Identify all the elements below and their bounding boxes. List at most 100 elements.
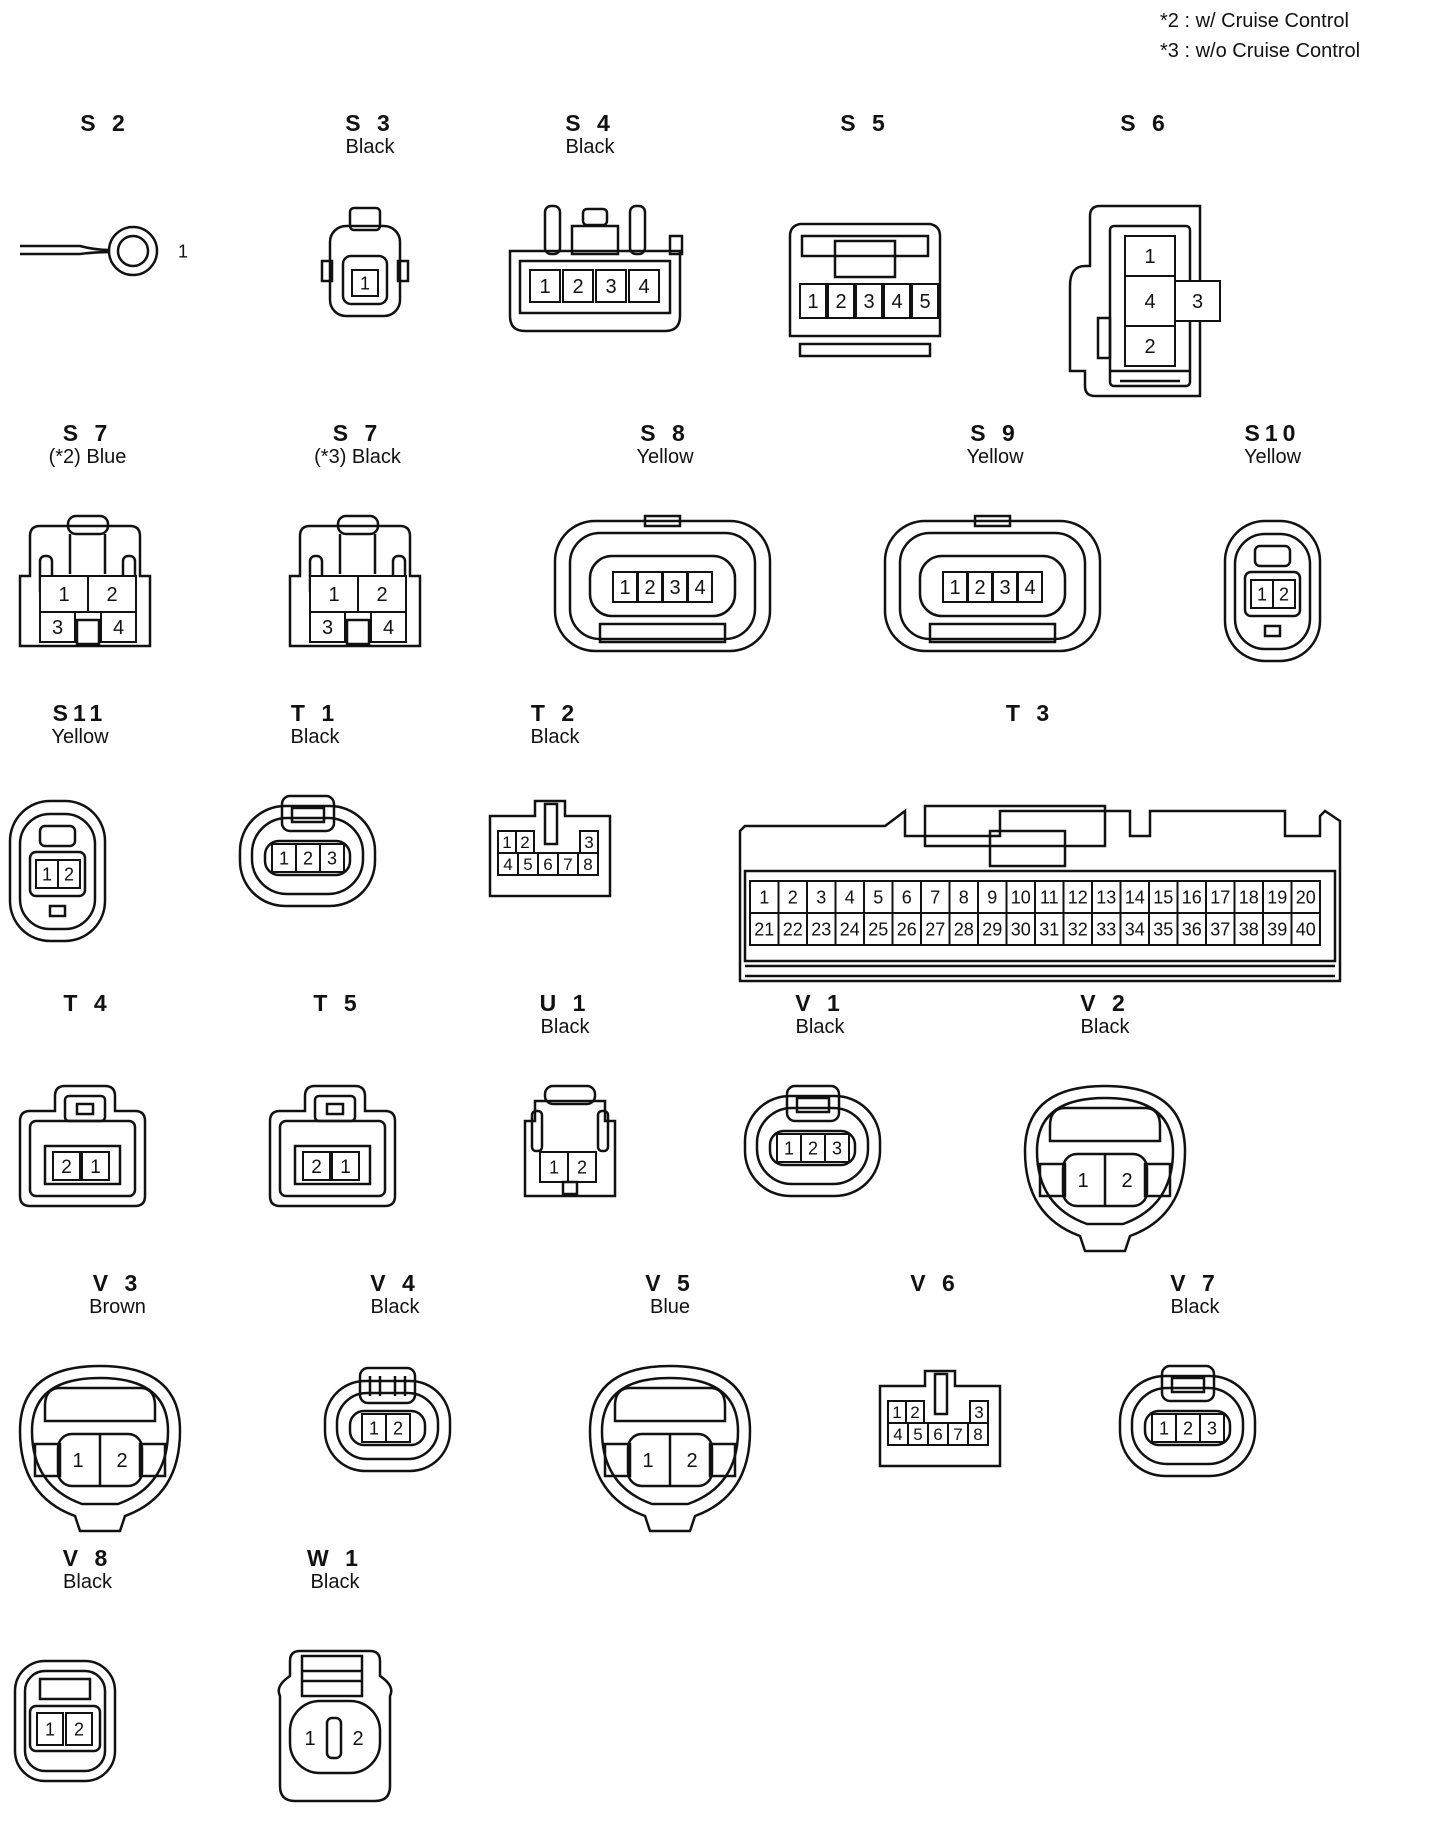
connector-outline <box>600 1376 740 1506</box>
pin-number: 3 <box>322 617 333 639</box>
pin-number: 7 <box>563 855 572 874</box>
pin-number: 25 <box>868 919 888 939</box>
pin-number: 1 <box>1144 246 1155 268</box>
connector-outline <box>277 1649 393 1803</box>
connector-outline <box>290 806 326 824</box>
pin-number: 3 <box>605 276 616 298</box>
pin-number: 2 <box>393 1418 403 1438</box>
connector-outline <box>1096 316 1112 360</box>
pin-number: 4 <box>1024 577 1035 599</box>
pin-number: 3 <box>1207 1418 1217 1438</box>
connector-outline <box>288 524 422 648</box>
pin-number: 1 <box>328 584 339 606</box>
connector-outline <box>396 259 410 283</box>
pin-cell <box>834 912 865 946</box>
connector-id: T 4 <box>63 990 112 1016</box>
pin-cell <box>920 912 951 946</box>
pin-cell <box>1124 235 1176 277</box>
pin-cell <box>539 1151 569 1183</box>
connector-outline <box>561 1180 579 1196</box>
connector-outline <box>1130 1386 1245 1466</box>
connector-outline <box>358 1366 417 1405</box>
connector-outline <box>335 1391 440 1461</box>
pin-number: 7 <box>930 887 940 907</box>
connector-outline <box>68 534 107 574</box>
connector-outline <box>795 1096 831 1114</box>
pin-cell <box>331 1151 360 1181</box>
connector-id: S 3 <box>345 110 395 136</box>
connector-outline <box>1143 1409 1232 1447</box>
connector-outline <box>1233 532 1312 651</box>
pin-number: 8 <box>973 1425 982 1444</box>
pin-number: 6 <box>933 1425 942 1444</box>
pin-cell <box>357 575 407 613</box>
pin-number: 3 <box>999 577 1010 599</box>
connector-outline <box>268 1084 397 1208</box>
connector-outline <box>116 234 150 268</box>
pin-number: 2 <box>303 848 313 868</box>
pin-cell <box>776 1133 802 1163</box>
connector-id: S10 <box>1244 420 1301 446</box>
connector-outline <box>878 1369 1002 1468</box>
connector-outline <box>18 1364 182 1533</box>
pin-number: 13 <box>1096 887 1116 907</box>
connector-outline <box>38 1677 92 1701</box>
connector-outline <box>348 1409 427 1447</box>
connector-outline <box>745 964 1335 978</box>
pin-number: 3 <box>669 577 680 599</box>
pin-number: 23 <box>811 919 831 939</box>
connector-outline <box>293 1144 372 1186</box>
connector-outline <box>1160 1364 1216 1403</box>
connector-outline <box>48 904 67 918</box>
pin-number: 24 <box>840 919 860 939</box>
connector-color: Black <box>345 136 395 158</box>
pin-cell <box>824 1133 850 1163</box>
connector-outline <box>238 804 377 908</box>
connector-id: V 7 <box>1170 1270 1220 1296</box>
connector-id: V 5 <box>645 1270 695 1296</box>
connector-outline <box>923 804 1107 848</box>
pin-number: 1 <box>90 1157 101 1178</box>
connector-color: Black <box>540 1016 590 1038</box>
connector-outline <box>43 1386 157 1423</box>
pin-cell <box>309 575 359 613</box>
pin-number: 9 <box>987 887 997 907</box>
connector-outline <box>323 1379 452 1473</box>
connector-outline <box>918 554 1067 618</box>
connector-outline <box>523 1099 617 1198</box>
pin-number: 2 <box>1121 1170 1132 1192</box>
pin-cell <box>1124 325 1176 367</box>
connector-id: S 2 <box>80 110 130 136</box>
pin-number: 20 <box>1296 887 1316 907</box>
pin-number: 1 <box>502 833 511 852</box>
pin-number: 4 <box>383 617 394 639</box>
connector-outline <box>800 234 930 258</box>
pin-number: 14 <box>1125 887 1145 907</box>
pin-number: 18 <box>1239 887 1259 907</box>
pin-cell <box>65 1712 93 1746</box>
pin-cell <box>351 269 379 297</box>
pin-number: 37 <box>1210 919 1230 939</box>
connector-id: S 6 <box>1120 110 1170 136</box>
pin-cell <box>1176 912 1207 946</box>
connector-outline <box>325 1716 343 1760</box>
connector-outline <box>1263 624 1282 638</box>
pin-number: 3 <box>816 887 826 907</box>
pin-number: 11 <box>1040 887 1059 907</box>
pin-number: 22 <box>783 919 803 939</box>
pin-cell <box>687 571 713 603</box>
pin-number: 1 <box>178 241 188 261</box>
pin-cell <box>1174 280 1221 322</box>
